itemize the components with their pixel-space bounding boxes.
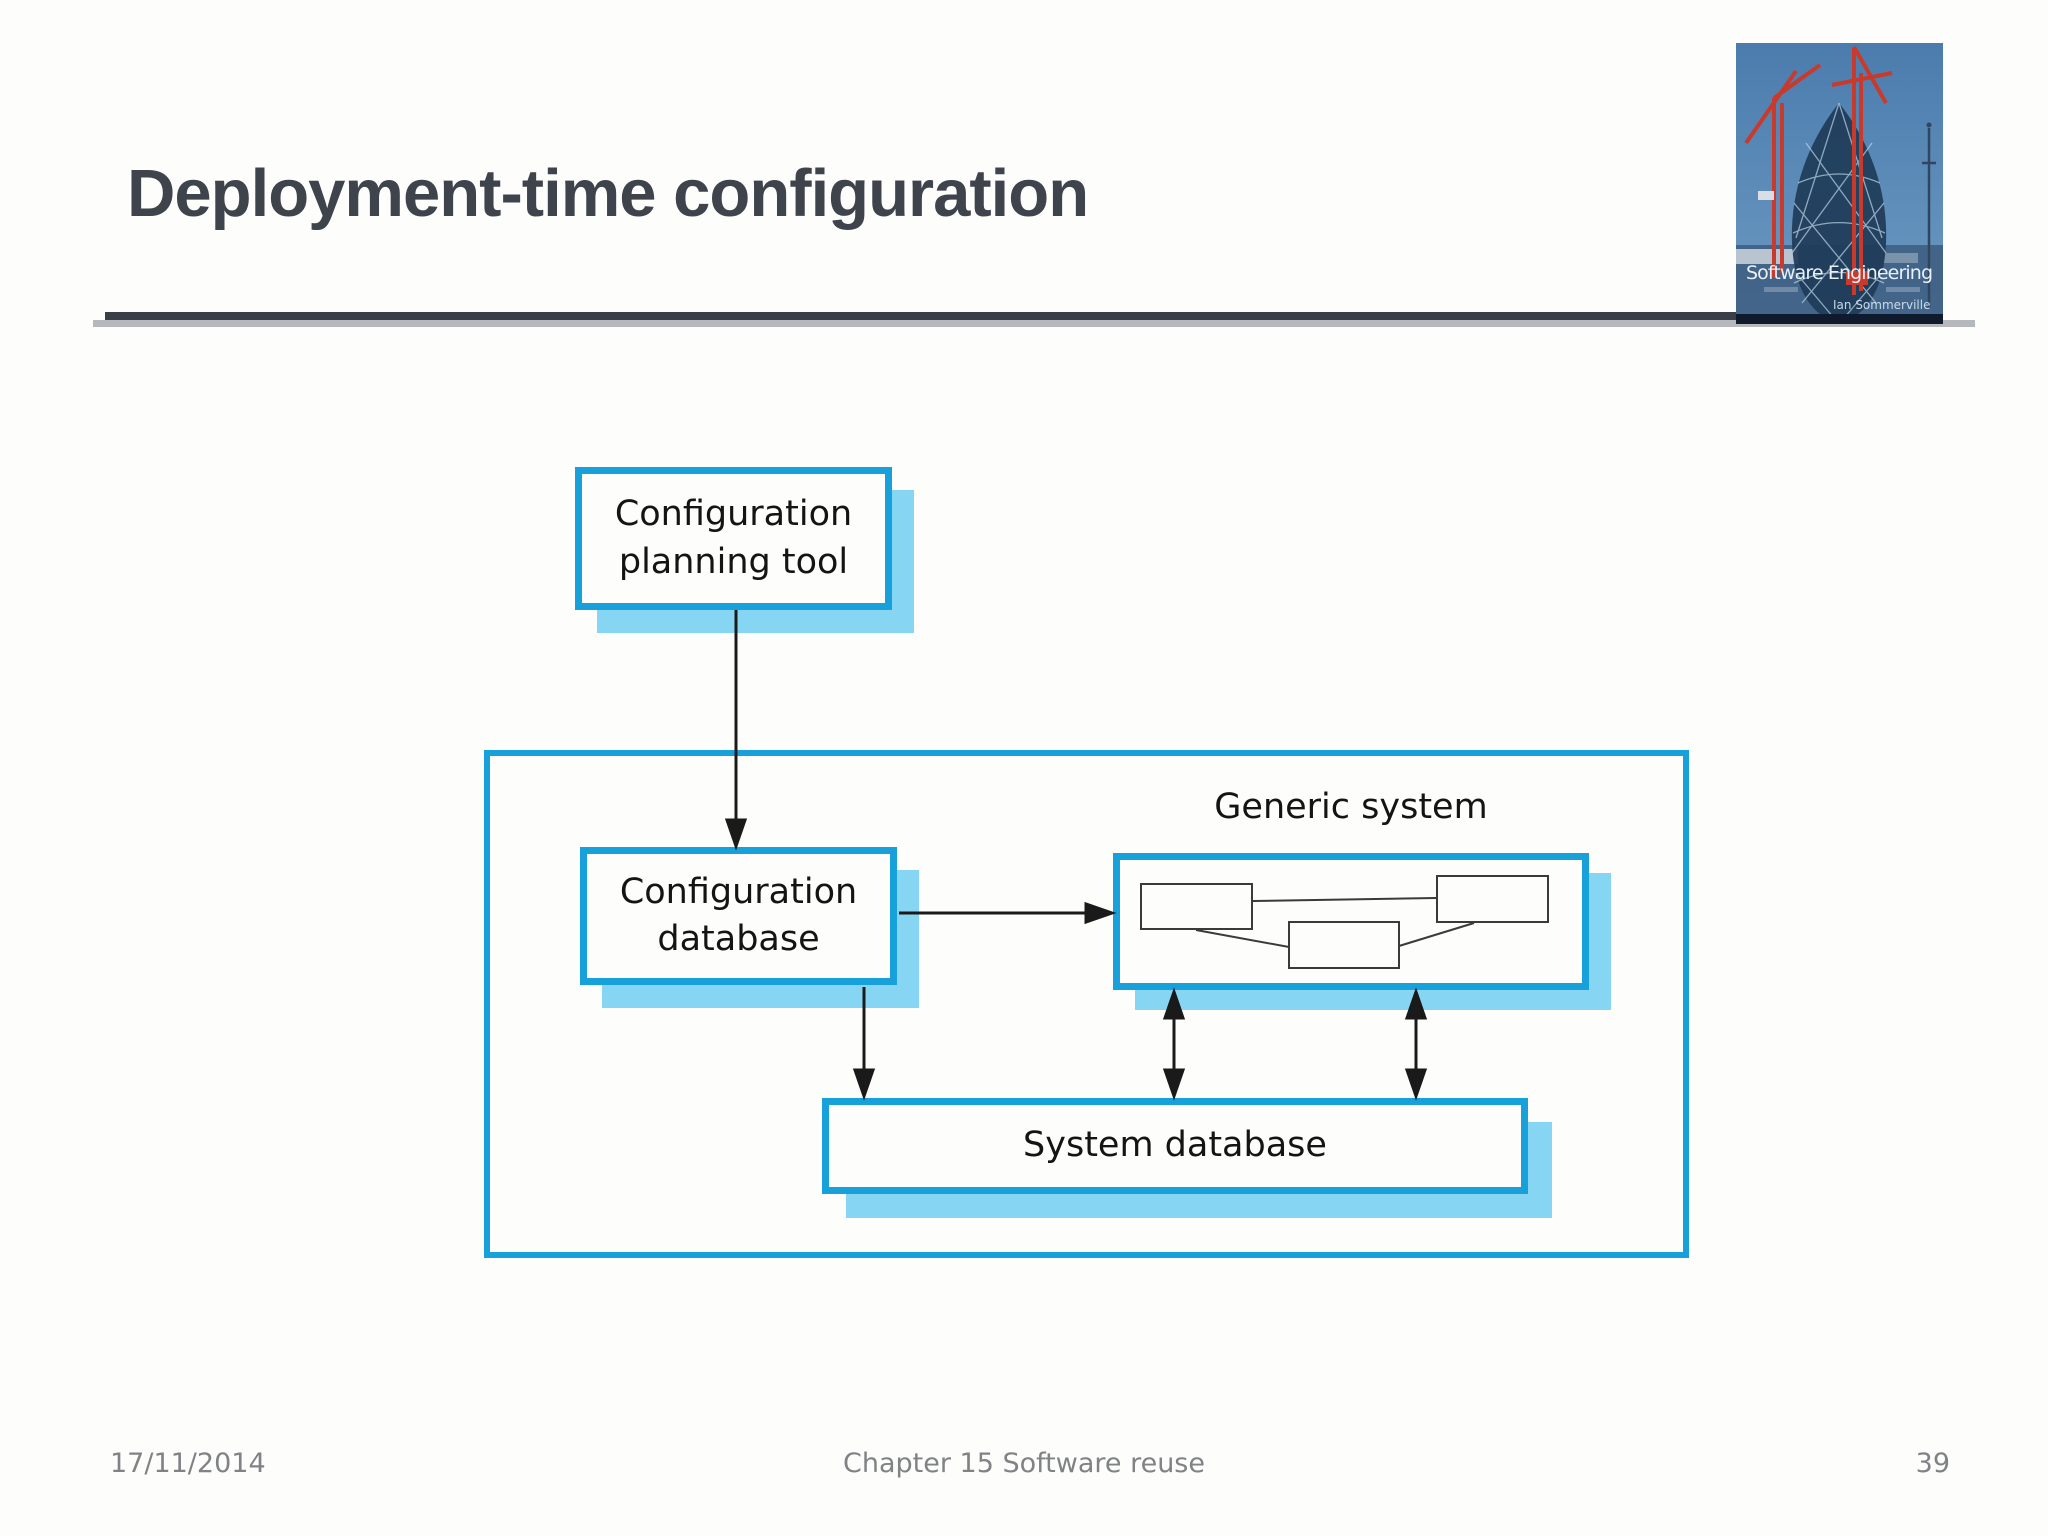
- component-rect-left: [1140, 883, 1253, 930]
- cover-title-text: Software Engineering: [1746, 262, 1933, 284]
- footer-chapter: Chapter 15 Software reuse: [843, 1448, 1205, 1479]
- crane-cab: [1846, 271, 1868, 285]
- cover-buildings-right: [1884, 253, 1918, 263]
- cover-bottom-strip: [1736, 314, 1943, 324]
- book-cover-graphic: Software Engineering Ian Sommerville: [1736, 43, 1943, 324]
- config-database-label-line2: database: [657, 919, 820, 959]
- system-database-label: System database: [1023, 1125, 1327, 1166]
- cover-subtext-left: [1764, 287, 1798, 292]
- footer-page-number: 39: [1915, 1448, 1950, 1479]
- right-tower: [1922, 128, 1936, 308]
- cover-subtext-right: [1886, 287, 1920, 292]
- footer-date: 17/11/2014: [110, 1448, 266, 1479]
- component-rect-right: [1436, 875, 1549, 923]
- cover-author-text: Ian Sommerville: [1833, 298, 1930, 312]
- deployment-boundary-rect: [484, 750, 1689, 1258]
- system-database-box: System database: [822, 1098, 1528, 1194]
- generic-system-label: Generic system: [1214, 787, 1488, 827]
- red-cranes: [1744, 46, 1893, 295]
- crane-counterweight: [1758, 191, 1774, 200]
- title-rule-shadow: [93, 320, 1975, 327]
- tower-tip: [1926, 122, 1932, 128]
- book-cover-logo: Software Engineering Ian Sommerville: [1736, 43, 1943, 324]
- config-database-label-line1: Configuration: [619, 871, 858, 912]
- component-rect-center: [1288, 921, 1400, 969]
- page-title: Deployment-time configuration: [127, 156, 1089, 231]
- title-rule: [105, 312, 1763, 320]
- config-database-box: Configuration database: [580, 847, 897, 985]
- planning-tool-label-line2: planning tool: [618, 541, 849, 582]
- planning-tool-box: Configuration planning tool: [575, 467, 892, 610]
- planning-tool-label-line1: Configuration: [614, 494, 853, 535]
